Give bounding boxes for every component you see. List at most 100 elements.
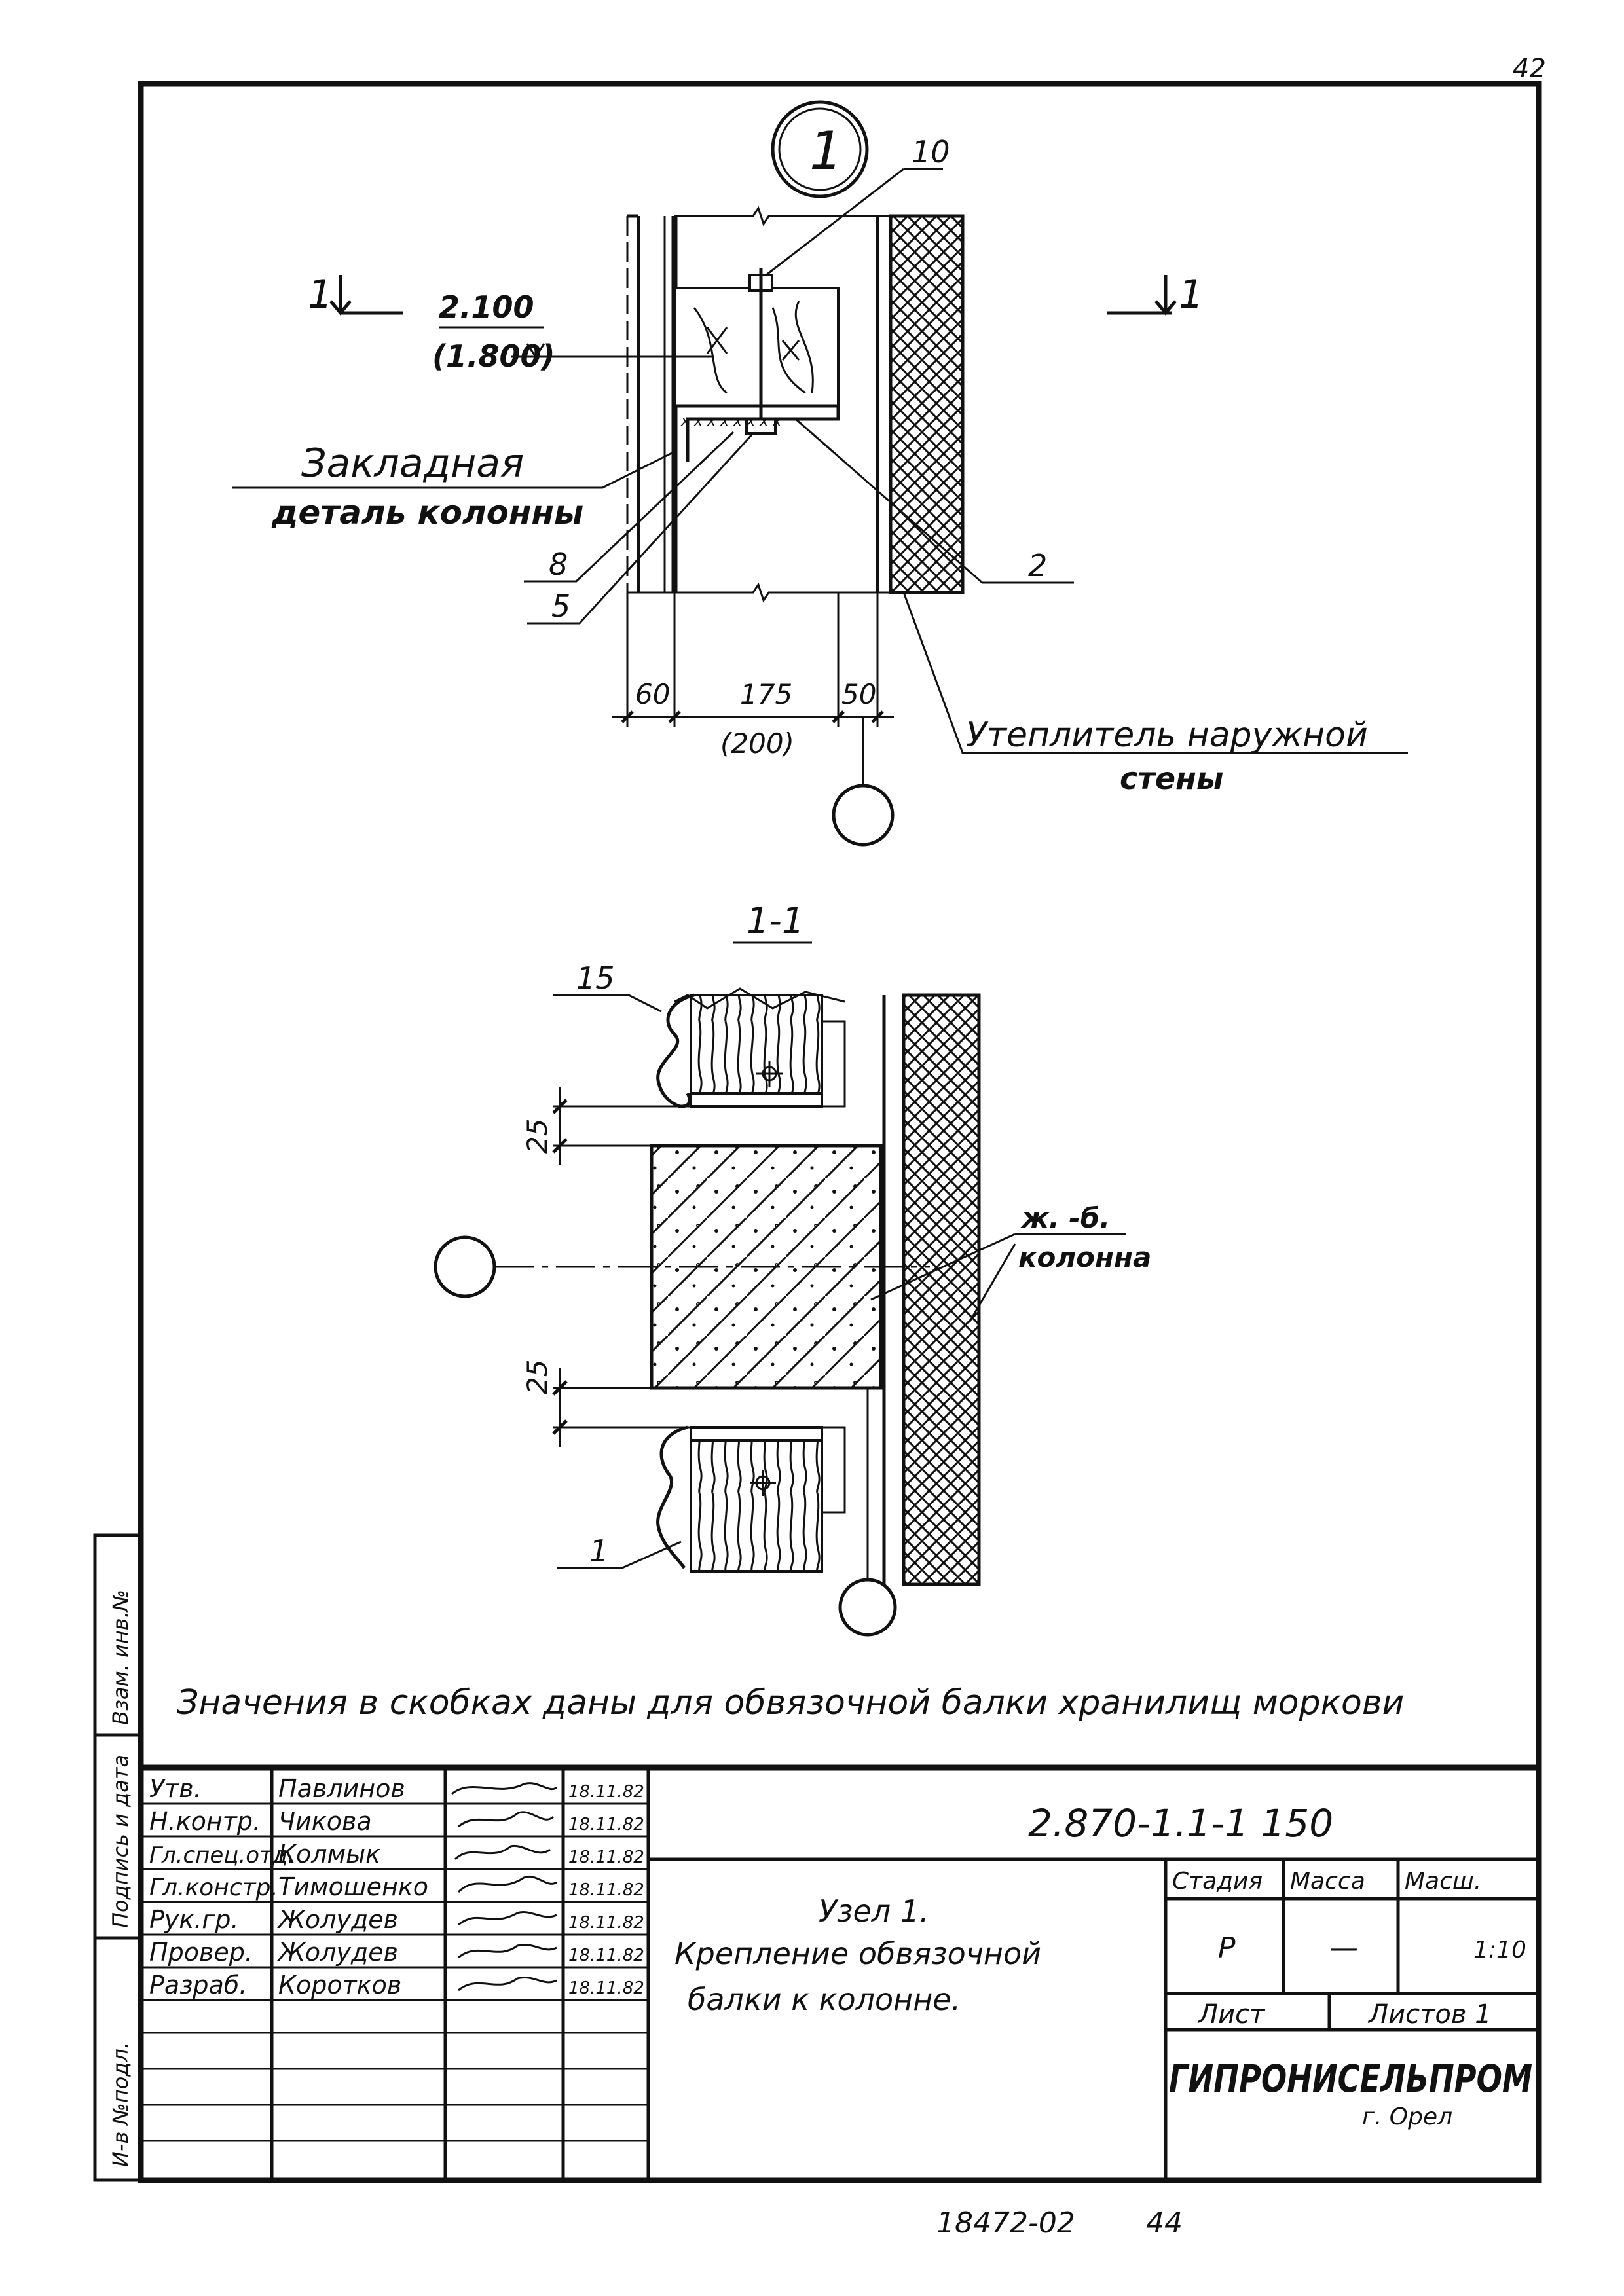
sheet-label: Лист [1197, 1999, 1266, 2030]
document-code: 2.870-1.1-1 150 [1028, 1801, 1333, 1846]
svg-text:Коротков: Коротков [278, 1971, 401, 1999]
signature-row: Разраб. Коротков 18.11.82 [149, 1971, 644, 1999]
dimension-60: 60 [635, 678, 670, 710]
title-line-3: балки к колонне. [688, 1982, 961, 2017]
side-stamp: И-в №подл. Подпись и дата Взам. инв.№ [93, 1533, 143, 2182]
bracket-15 [656, 993, 695, 1108]
signature-scribble [458, 1944, 557, 1959]
steel-angle [674, 404, 840, 462]
svg-text:Утв.: Утв. [149, 1774, 202, 1803]
axis-bubble-node [832, 784, 895, 847]
signature-row: Гл.спец.отд. Колмык 18.11.82 [149, 1840, 644, 1868]
signature-row: Гл.констр. Тимошенко 18.11.82 [149, 1872, 644, 1901]
gap-dimension-bottom: 25 [521, 1360, 553, 1394]
column-label-1: ж. -б. [1020, 1202, 1110, 1234]
insulation-label-1: Утеплитель наружной [966, 716, 1368, 755]
signature-scribble [458, 1911, 557, 1926]
svg-text:18.11.82: 18.11.82 [568, 1880, 644, 1900]
dimension-175: 175 [740, 678, 792, 710]
dimension-50: 50 [841, 678, 876, 710]
elevation-value: 2.100 [439, 289, 534, 325]
title-line-2: Крепление обвязочной [674, 1936, 1041, 1971]
sheets-label: Листов 1 [1367, 1999, 1492, 2030]
svg-text:18.11.82: 18.11.82 [568, 1946, 644, 1965]
insulation-label-2: стены [1120, 761, 1224, 796]
svg-text:18.11.82: 18.11.82 [568, 1815, 644, 1834]
organization-city: г. Орел [1362, 2104, 1452, 2130]
svg-text:18.11.82: 18.11.82 [568, 1782, 644, 1802]
gap-dimension-top: 25 [521, 1119, 553, 1154]
scale-label: Масш. [1405, 1868, 1481, 1895]
callout-number: 1 [809, 120, 843, 181]
signature-scribble [458, 1977, 557, 1992]
svg-text:18.11.82: 18.11.82 [568, 1978, 644, 1998]
svg-text:Колмык: Колмык [278, 1840, 380, 1868]
sheet-number: 42 [1513, 54, 1546, 84]
axis-bubble-bottom [838, 1578, 897, 1637]
node-1-detail: 1 x x x x x x x x 1 1 2.100 (1.80 [232, 100, 1408, 847]
stage-label: Стадия [1172, 1868, 1263, 1895]
svg-text:Чикова: Чикова [278, 1807, 372, 1836]
mass-label: Масса [1290, 1868, 1365, 1895]
sheet-frame [138, 81, 1542, 2183]
position-10: 10 [912, 134, 950, 170]
mass-value: — [1329, 1931, 1358, 1965]
svg-text:Жолудев: Жолудев [277, 1938, 398, 1967]
svg-text:Павлинов: Павлинов [278, 1774, 405, 1803]
signature-scribble [457, 1875, 557, 1893]
signature-row: Рук.гр. Жолудев 18.11.82 [149, 1905, 644, 1934]
svg-text:Провер.: Провер. [149, 1938, 253, 1967]
signature-row: Провер. Жолудев 18.11.82 [149, 1938, 644, 1967]
section-mark-right: 1 [1179, 272, 1204, 318]
signature-scribble [451, 1782, 558, 1795]
wall-insulation [889, 214, 965, 594]
timber-beam-lower [690, 1439, 823, 1573]
svg-text:Гл.констр.: Гл.констр. [149, 1874, 278, 1901]
section-mark-left: 1 [308, 272, 333, 318]
title-line-1: Узел 1. [819, 1893, 929, 1929]
svg-text:18.11.82: 18.11.82 [568, 1913, 644, 1933]
svg-text:Разраб.: Разраб. [149, 1971, 247, 1999]
section-arrow-left [329, 275, 403, 316]
timber-beam-upper [690, 994, 823, 1095]
signature-scribble [454, 1844, 551, 1861]
section-wall-insulation [902, 993, 981, 1586]
footer-number: 18472-02 [936, 2206, 1075, 2240]
side-stamp-replace-inv: Взам. инв.№ [108, 1590, 133, 1725]
scale-value: 1:10 [1473, 1937, 1526, 1963]
svg-text:Н.контр.: Н.контр. [149, 1807, 261, 1836]
embedded-part-label-2: деталь колонны [271, 494, 583, 532]
axis-bubble-left [434, 1235, 496, 1298]
position-8: 8 [549, 547, 568, 582]
position-5: 5 [551, 589, 570, 624]
position-15: 15 [576, 960, 615, 996]
note-text: Значения в скобках даны для обвязочной б… [177, 1683, 1404, 1722]
section-1-1: 1-1 25 25 15 [434, 900, 1151, 1637]
embedded-part-label-1: Закладная [301, 441, 524, 486]
steel-plate-upper [690, 1092, 823, 1108]
section-title: 1-1 [747, 900, 804, 941]
section-arrow-right [1107, 275, 1177, 316]
steel-plate-lower [690, 1426, 823, 1442]
svg-text:Рук.гр.: Рук.гр. [149, 1905, 239, 1934]
svg-text:Жолудев: Жолудев [277, 1905, 398, 1934]
position-2: 2 [1028, 548, 1047, 583]
signature-row: Утв. Павлинов 18.11.82 [149, 1774, 644, 1803]
svg-text:18.11.82: 18.11.82 [568, 1848, 644, 1867]
callout-circle [771, 100, 869, 198]
footer-page: 44 [1146, 2206, 1183, 2240]
side-stamp-inv-no: И-в №подл. [108, 2042, 133, 2167]
position-1: 1 [589, 1533, 608, 1569]
title-block: Утв. Павлинов 18.11.82 Н.контр. Чикова 1… [141, 1764, 1539, 2180]
side-stamp-sign-date: Подпись и дата [108, 1755, 133, 1928]
dimension-200: (200) [720, 727, 794, 759]
beam-block [673, 287, 840, 407]
elevation-leader [511, 343, 714, 359]
svg-text:x x x x x x x x: x x x x x x x x [680, 413, 782, 429]
column-label-2: колонна [1018, 1241, 1151, 1273]
organization-name: ГИПРОНИСЕЛЬПРОМ [1169, 2056, 1532, 2101]
bracket-1 [656, 1425, 688, 1569]
svg-text:Тимошенко: Тимошенко [278, 1872, 428, 1901]
signature-row: Н.контр. Чикова 18.11.82 [149, 1807, 644, 1836]
